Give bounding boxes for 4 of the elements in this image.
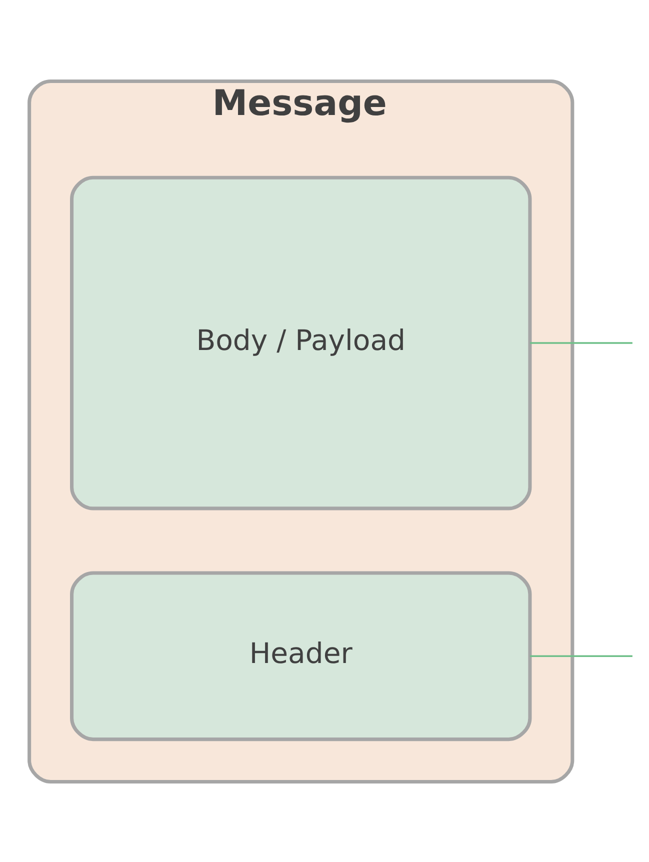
connector — [530, 342, 632, 344]
node-box: Body / Payload — [70, 175, 532, 510]
connector — [530, 654, 632, 657]
node-box: Header — [70, 570, 532, 741]
